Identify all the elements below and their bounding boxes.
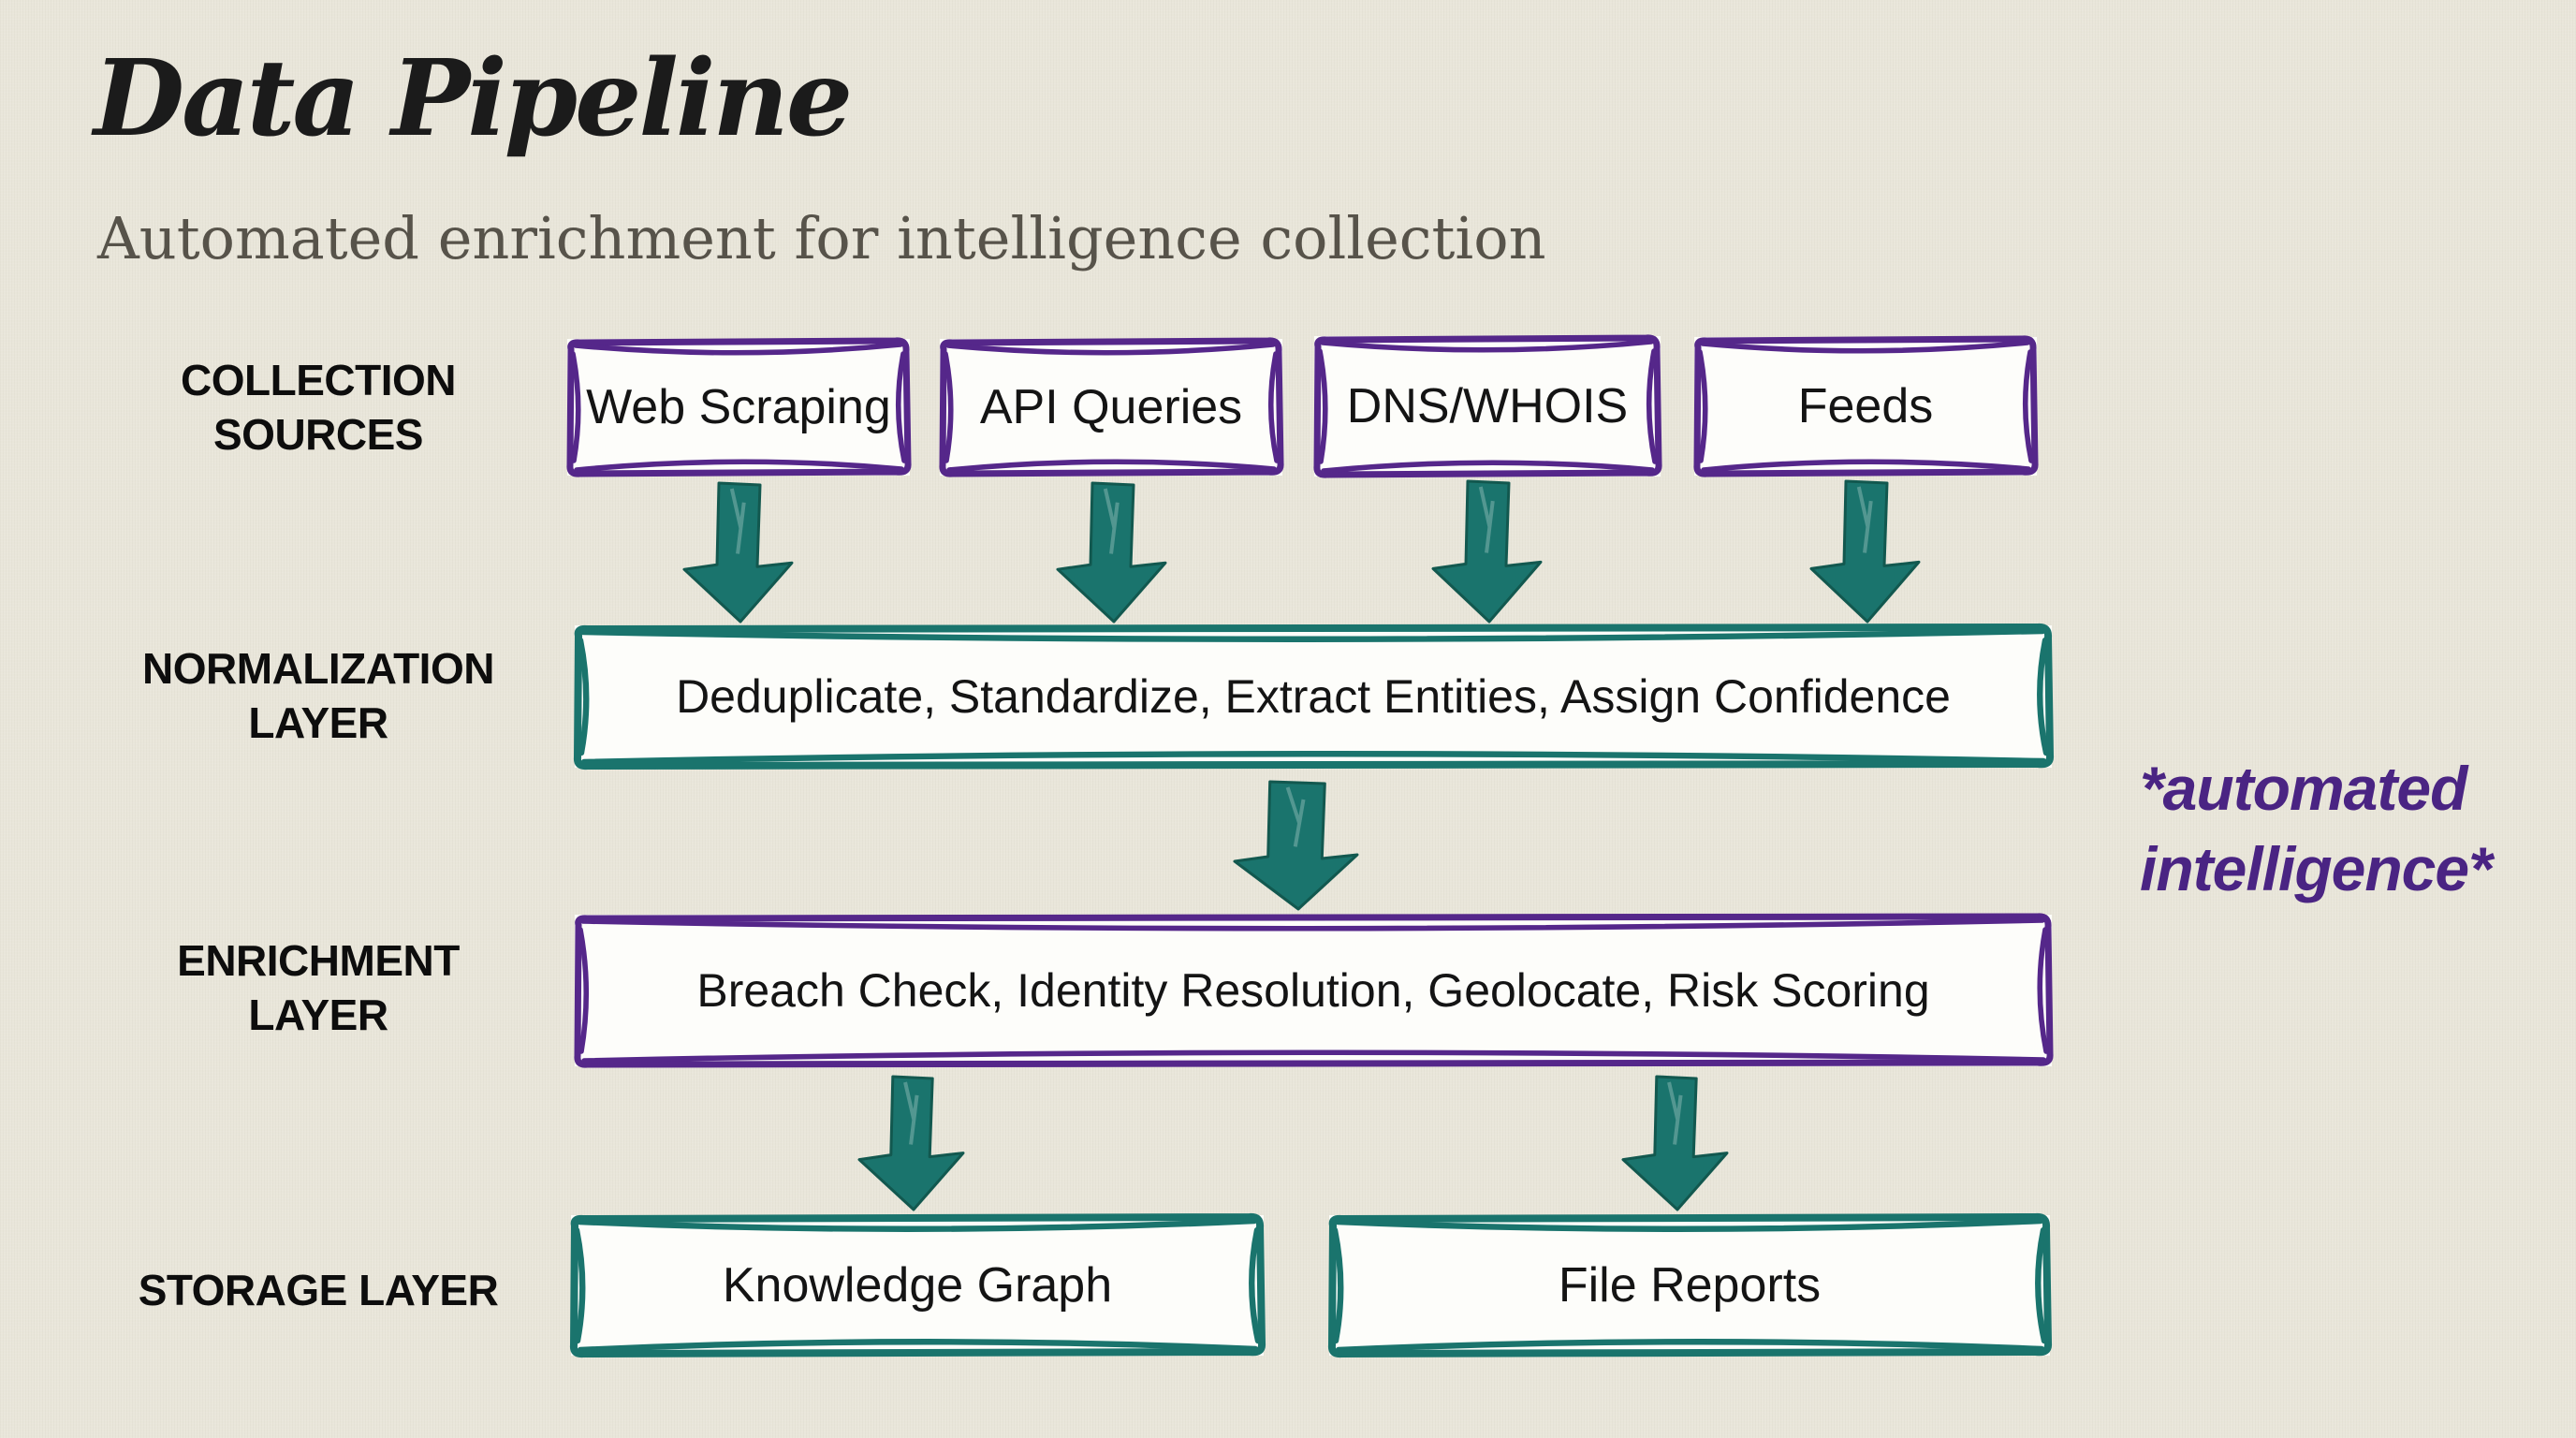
box-file-reports-label: File Reports (1558, 1258, 1822, 1313)
label-enrichment-layer: ENRICHMENT LAYER (101, 934, 535, 1043)
down-arrow-icon (857, 1075, 966, 1211)
label-line: LAYER (248, 697, 388, 747)
label-line: SOURCES (213, 409, 423, 459)
label-line: ENRICHMENT (177, 936, 460, 985)
down-arrow-icon (1233, 780, 1360, 911)
box-dns-whois-label: DNS/WHOIS (1346, 379, 1629, 433)
box-enrichment: Breach Check, Identity Resolution, Geolo… (574, 913, 2054, 1068)
page-title: Data Pipeline (94, 37, 853, 160)
down-arrow-icon (682, 481, 795, 624)
annotation-line: intelligence* (2140, 833, 2493, 903)
label-line: COLLECTION (181, 356, 456, 404)
label-storage-layer: STORAGE LAYER (101, 1264, 535, 1318)
box-knowledge-graph: Knowledge Graph (569, 1212, 1266, 1358)
label-line: LAYER (248, 990, 388, 1039)
box-web-scraping-label: Web Scraping (586, 380, 891, 434)
label-line: STORAGE LAYER (138, 1266, 499, 1314)
down-arrow-icon (1056, 481, 1168, 624)
label-line: NORMALIZATION (142, 644, 494, 693)
box-feeds: Feeds (1693, 335, 2039, 477)
box-file-reports: File Reports (1327, 1212, 2053, 1358)
down-arrow-icon (1621, 1075, 1730, 1211)
annotation-automated-intelligence: *automated intelligence* (2140, 749, 2493, 910)
down-arrow-icon (1431, 479, 1544, 624)
page-subtitle: Automated enrichment for intelligence co… (97, 204, 1546, 272)
box-enrichment-label: Breach Check, Identity Resolution, Geolo… (696, 964, 1930, 1017)
box-normalization-label: Deduplicate, Standardize, Extract Entiti… (676, 670, 1951, 723)
box-dns-whois: DNS/WHOIS (1313, 334, 1662, 478)
box-web-scraping: Web Scraping (566, 337, 912, 477)
box-normalization: Deduplicate, Standardize, Extract Entiti… (573, 623, 2055, 770)
box-knowledge-graph-label: Knowledge Graph (722, 1258, 1113, 1313)
label-normalization-layer: NORMALIZATION LAYER (101, 642, 535, 751)
down-arrow-icon (1809, 479, 1922, 624)
label-collection-sources: COLLECTION SOURCES (101, 354, 535, 462)
annotation-line: *automated (2140, 754, 2467, 823)
box-api-queries-label: API Queries (979, 380, 1243, 434)
box-feeds-label: Feeds (1797, 379, 1934, 433)
box-api-queries: API Queries (939, 337, 1284, 477)
